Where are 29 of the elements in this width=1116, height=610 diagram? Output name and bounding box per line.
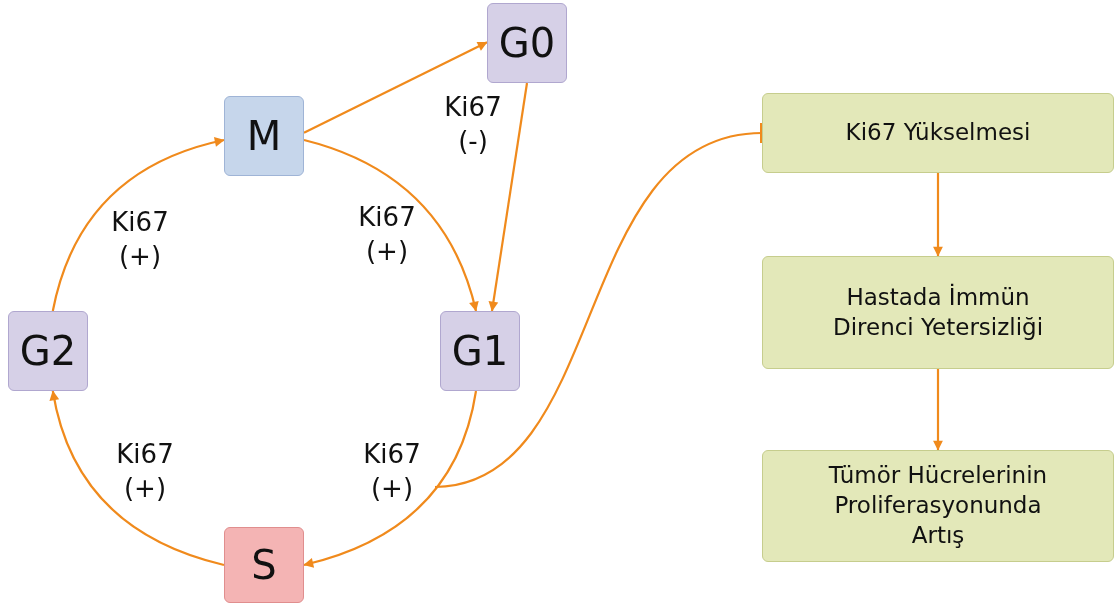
arrow — [51, 137, 225, 312]
arrow — [303, 41, 488, 134]
phase-box — [8, 311, 88, 391]
arrow — [933, 369, 943, 451]
node-text: S — [251, 542, 277, 588]
process-box — [762, 450, 1114, 562]
edge-label: Ki67 (+) — [357, 201, 417, 268]
phase-box — [224, 527, 304, 603]
edge-label: Ki67 (+) — [110, 206, 170, 273]
arrow — [933, 173, 943, 257]
node-text: G2 — [19, 328, 77, 374]
arrow — [49, 390, 225, 567]
process-box — [762, 93, 1114, 173]
node-text: G1 — [451, 328, 509, 374]
node-text: M — [246, 113, 282, 159]
node-text: Ki67 Yükselmesi — [844, 118, 1032, 148]
process-box — [762, 256, 1114, 369]
edge-label: Ki67 (+) — [362, 438, 422, 505]
node-text: Hastada İmmün Direnci Yetersizliği — [831, 282, 1045, 342]
phase-box — [440, 311, 520, 391]
node-text: G0 — [498, 20, 556, 66]
phase-box — [224, 96, 304, 176]
node-text: Tümör Hücrelerinin Proliferasyonunda Artış — [827, 461, 1049, 550]
arrow — [303, 138, 479, 312]
arrow — [488, 82, 529, 312]
phase-box — [487, 3, 567, 83]
annotation-label: Ki67 (-) — [443, 91, 503, 158]
arrow — [303, 390, 478, 568]
edge-label: Ki67 (+) — [115, 438, 175, 505]
